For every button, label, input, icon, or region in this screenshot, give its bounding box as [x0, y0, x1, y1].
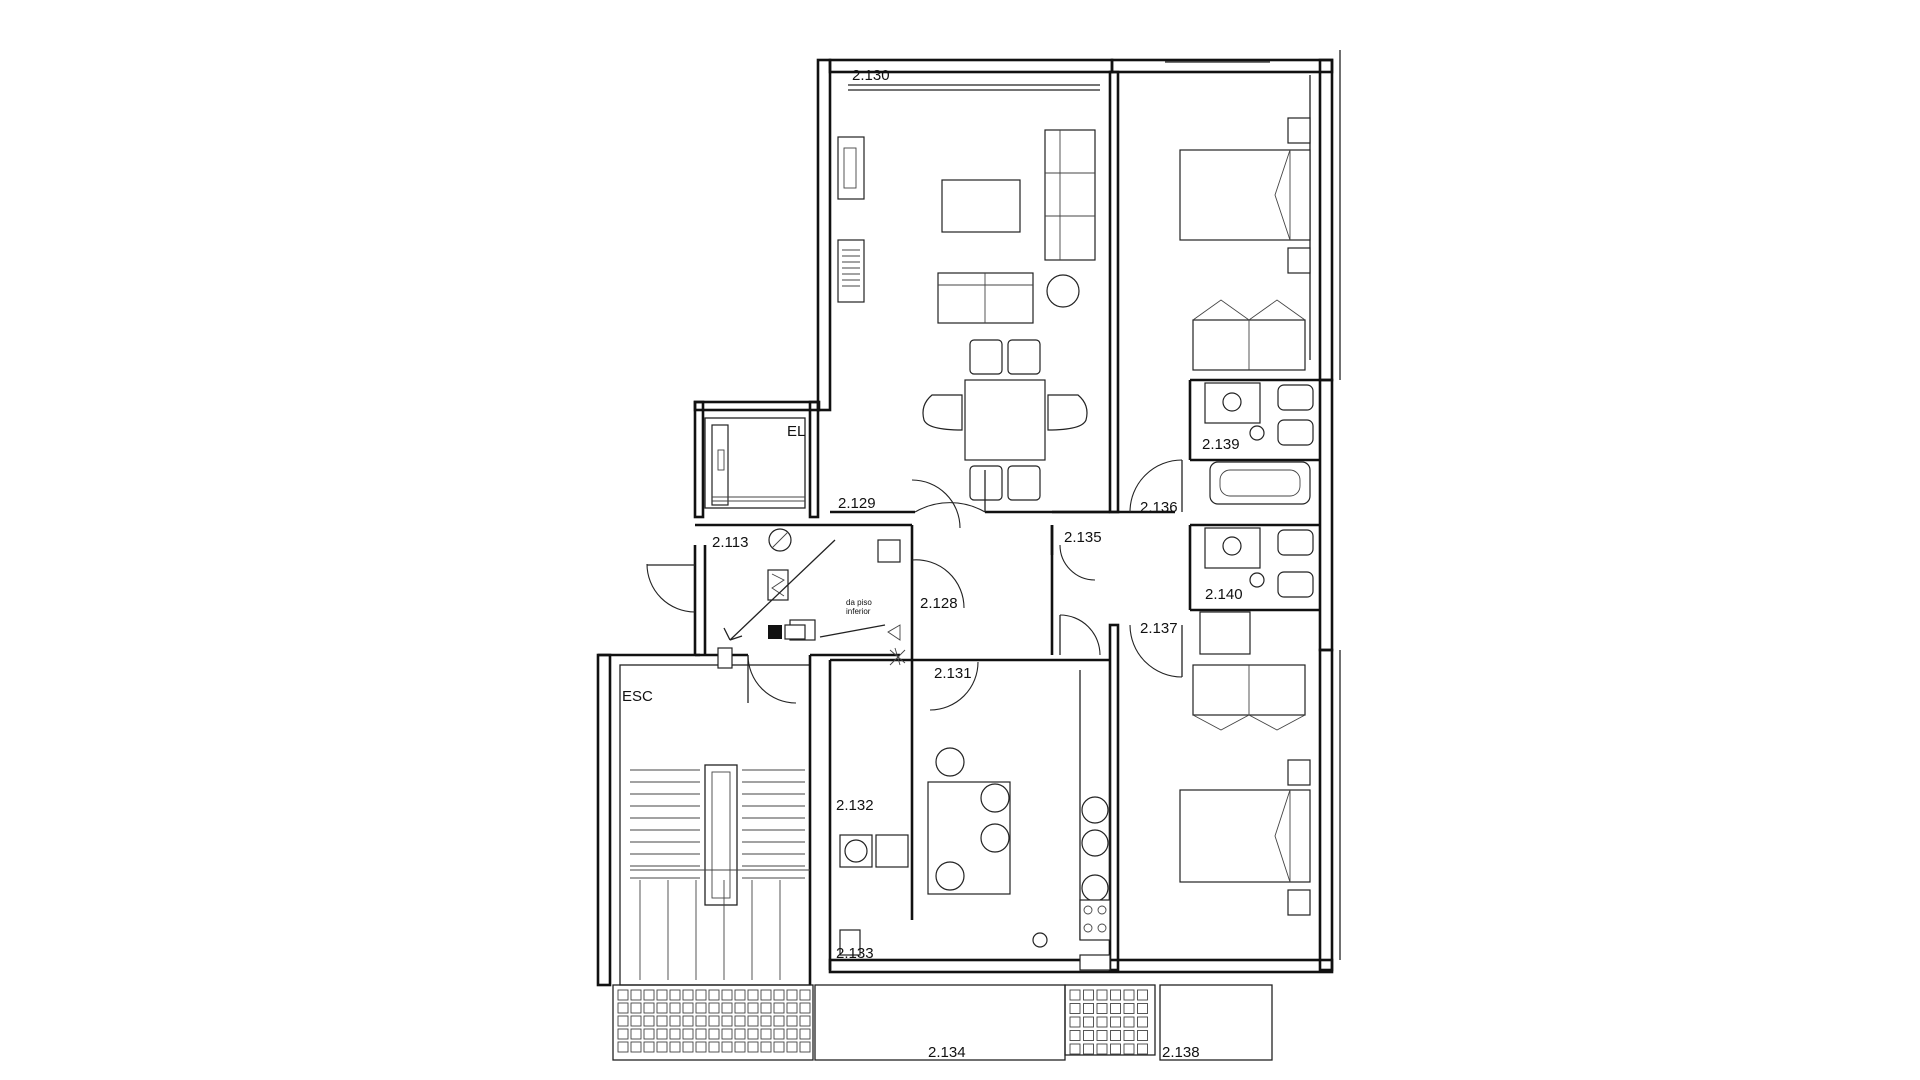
- balcony-2134: [814, 984, 1066, 1061]
- bathroom-2139-fixtures: [1204, 382, 1314, 505]
- staircase: [630, 764, 810, 980]
- bedroom-bottom-furniture: [1179, 664, 1311, 916]
- room-label-2137: 2.137: [1140, 620, 1178, 637]
- room-label-2135: 2.135: [1064, 529, 1102, 546]
- terrace-grid-left: [612, 984, 814, 1061]
- lobby-fixtures: [717, 528, 906, 669]
- room-label-2133: 2.133: [836, 945, 874, 962]
- area-label-elevator: EL: [787, 423, 805, 440]
- room-label-2130: 2.130: [852, 67, 890, 84]
- area-label-stairs: ESC: [622, 688, 653, 705]
- bedroom-top-furniture: [1179, 117, 1311, 371]
- room-label-2140: 2.140: [1205, 586, 1243, 603]
- annotation-line-2: inferior: [846, 607, 871, 616]
- room-label-2138: 2.138: [1162, 1044, 1200, 1061]
- exterior-walls: [596, 50, 1341, 987]
- bathroom-2140-fixtures: [1199, 527, 1314, 655]
- room-label-2129: 2.129: [838, 495, 876, 512]
- room-label-2134: 2.134: [928, 1044, 966, 1061]
- door-swings: [646, 459, 1183, 711]
- annotation-line-1: da piso: [846, 598, 872, 607]
- room-label-2128: 2.128: [920, 595, 958, 612]
- laundry-fixtures: [839, 834, 909, 956]
- kitchen-furniture: [927, 670, 1111, 971]
- room-label-2136: 2.136: [1140, 499, 1178, 516]
- room-label-2132: 2.132: [836, 797, 874, 814]
- room-label-2131: 2.131: [934, 665, 972, 682]
- terrace-grid-right: [1064, 984, 1156, 1056]
- room-label-2139: 2.139: [1202, 436, 1240, 453]
- living-room-furniture: [837, 129, 1096, 501]
- room-label-2113: 2.113: [712, 534, 748, 551]
- balcony-2138: [1159, 984, 1273, 1061]
- elevator-detail: [711, 424, 805, 506]
